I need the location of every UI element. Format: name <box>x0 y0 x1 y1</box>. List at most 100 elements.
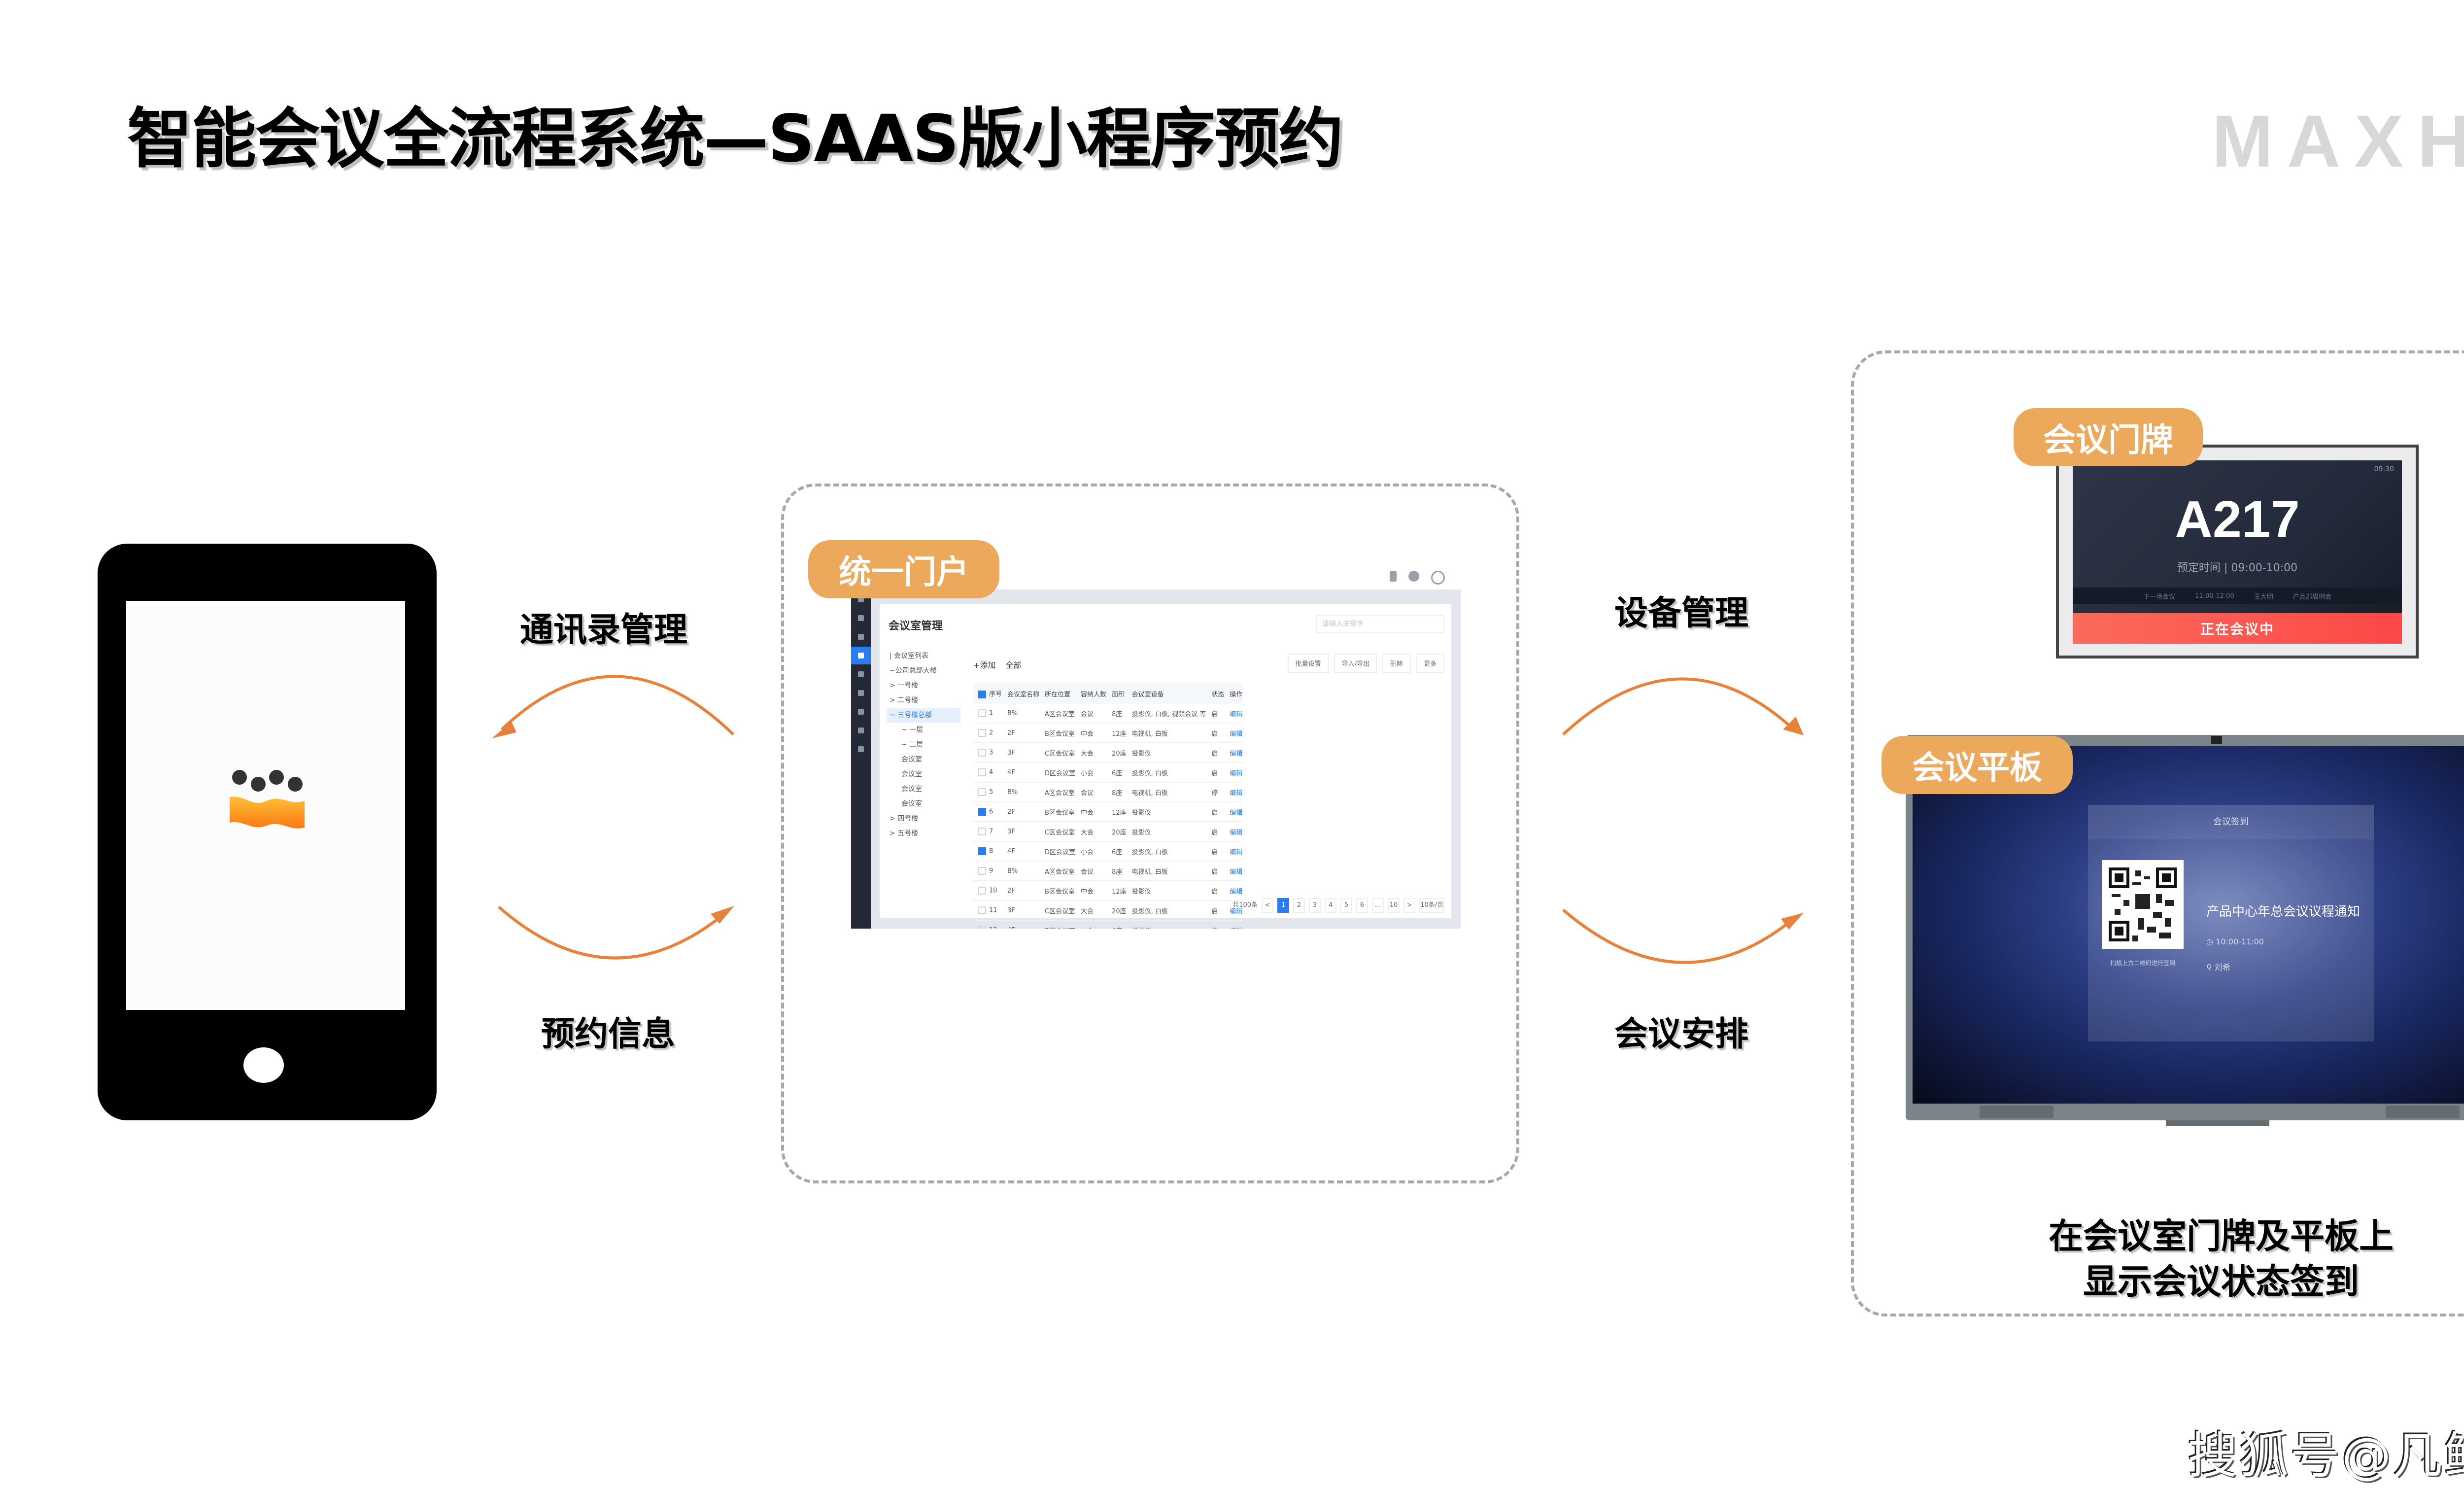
table-cell: 6座 <box>1107 762 1127 783</box>
tree-item[interactable]: > 五号楼 <box>890 830 919 837</box>
tree-item[interactable]: > 一号楼 <box>890 682 919 690</box>
row-checkbox[interactable] <box>978 887 986 895</box>
row-checkbox[interactable] <box>978 906 986 914</box>
pager-page[interactable]: 10 <box>1388 898 1400 913</box>
row-edit-link[interactable]: 编辑 <box>1225 762 1243 783</box>
maxhub-logo: MAXHUB <box>2212 100 2464 182</box>
row-edit-link[interactable]: 编辑 <box>1225 920 1243 929</box>
user-avatar-icon[interactable] <box>1431 571 1445 585</box>
doorplate-screen: 09:30 A217 预定时间 | 09:00-10:00 下一场会议 11:0… <box>2073 460 2402 644</box>
pager-page[interactable]: 4 <box>1325 898 1337 913</box>
row-checkbox[interactable] <box>978 749 986 757</box>
more-button[interactable]: 更多 <box>1415 654 1444 673</box>
row-edit-link[interactable]: 编辑 <box>1225 861 1243 881</box>
col-header[interactable]: 会议室名称 <box>1002 683 1040 704</box>
sidenav-meeting-room-icon[interactable] <box>851 647 871 664</box>
notification-icon[interactable] <box>1390 571 1397 582</box>
sidenav-doc-icon[interactable] <box>851 703 871 721</box>
col-header[interactable]: 所在位置 <box>1040 683 1076 704</box>
import-export-button[interactable]: 导入/导出 <box>1334 654 1377 673</box>
table-cell: 启 <box>1206 743 1225 763</box>
col-header[interactable]: 面积 <box>1107 683 1127 704</box>
batch-set-button[interactable]: 批量设置 <box>1287 654 1329 673</box>
mini-program-app-logo-icon[interactable] <box>225 768 308 837</box>
pager-page[interactable]: 2 <box>1293 898 1305 913</box>
page-size-select[interactable]: 10条/页 <box>1419 898 1444 913</box>
pager-page[interactable]: 3 <box>1309 898 1321 913</box>
sidenav-people-icon[interactable] <box>851 684 871 702</box>
tree-item[interactable]: | 会议室列表 <box>890 652 929 660</box>
next-time: 11:00-12:00 <box>2195 592 2234 600</box>
tree-item[interactable]: ~ 一层 <box>901 726 924 734</box>
row-checkbox[interactable] <box>978 828 986 835</box>
help-icon[interactable] <box>1408 571 1419 582</box>
table-row[interactable]: 124FD区会议室小会6座投影仪启编辑 <box>973 920 1243 929</box>
add-tab[interactable]: +添加 <box>973 660 996 670</box>
row-checkbox[interactable] <box>978 709 986 717</box>
row-edit-link[interactable]: 编辑 <box>1225 723 1243 743</box>
pager-page[interactable]: 6 <box>1356 898 1369 913</box>
row-edit-link[interactable]: 编辑 <box>1225 743 1243 763</box>
tree-item-active[interactable]: ~ 三号楼总部 <box>887 708 960 723</box>
sidenav-device-icon[interactable] <box>851 665 871 683</box>
sidenav-grid-icon[interactable] <box>851 628 871 646</box>
row-checkbox[interactable] <box>978 867 986 875</box>
sidenav-settings-icon[interactable] <box>851 740 871 758</box>
tablet-stand <box>2166 1120 2269 1126</box>
row-checkbox[interactable] <box>978 729 986 737</box>
row-checkbox[interactable] <box>978 768 986 776</box>
select-all-checkbox[interactable] <box>978 690 986 698</box>
col-header[interactable]: 序号 <box>973 683 1003 704</box>
tree-item[interactable]: ~ 二层 <box>901 741 924 749</box>
row-checkbox[interactable] <box>978 847 986 855</box>
col-header[interactable]: 状态 <box>1206 683 1225 704</box>
col-header[interactable]: 容纳人数 <box>1076 683 1107 704</box>
pager-prev[interactable]: < <box>1262 898 1274 913</box>
tree-item[interactable]: ~公司总部大楼 <box>890 667 937 675</box>
pager-page-current[interactable]: 1 <box>1277 898 1290 913</box>
row-checkbox[interactable] <box>978 788 986 796</box>
qr-code-icon[interactable] <box>2102 860 2184 949</box>
tree-item[interactable]: 会议室 <box>901 785 922 793</box>
row-edit-link[interactable]: 编辑 <box>1225 841 1243 862</box>
pager-total: 共100条 <box>1232 901 1258 909</box>
all-tab[interactable]: 全部 <box>1005 660 1022 670</box>
tree-item[interactable]: > 四号楼 <box>890 815 919 823</box>
table-cell: 投影仪, 白板 <box>1127 901 1207 921</box>
doorplate-next-meeting: 下一场会议 11:00-12:00 王大明 产品部周例会 <box>2073 588 2402 604</box>
row-edit-link[interactable]: 编辑 <box>1225 704 1243 724</box>
home-button[interactable] <box>243 1047 284 1083</box>
row-edit-link[interactable]: 编辑 <box>1225 822 1243 842</box>
sidenav-user-icon[interactable] <box>851 609 871 627</box>
table-cell: B% <box>1002 782 1040 802</box>
row-edit-link[interactable]: 编辑 <box>1225 782 1243 802</box>
tree-item[interactable]: 会议室 <box>901 800 922 808</box>
portal-search-input[interactable]: 请输入关键字 <box>1316 615 1444 633</box>
col-header[interactable]: 操作 <box>1225 683 1243 704</box>
pager-page[interactable]: 5 <box>1340 898 1353 913</box>
tree-item[interactable]: > 二号楼 <box>890 696 919 704</box>
sidenav-calendar-icon[interactable] <box>851 722 871 739</box>
row-checkbox[interactable] <box>978 808 986 816</box>
row-edit-link[interactable]: 编辑 <box>1225 901 1243 921</box>
tree-item[interactable]: 会议室 <box>901 770 922 778</box>
pager-next[interactable]: > <box>1403 898 1416 913</box>
delete-button[interactable]: 删除 <box>1382 654 1411 673</box>
row-checkbox[interactable] <box>978 926 986 929</box>
row-edit-link[interactable]: 编辑 <box>1225 802 1243 822</box>
row-edit-link[interactable]: 编辑 <box>1225 881 1243 901</box>
col-header[interactable]: 会议室设备 <box>1127 683 1207 704</box>
table-cell: B% <box>1002 861 1040 881</box>
tree-item[interactable]: 会议室 <box>901 756 922 763</box>
